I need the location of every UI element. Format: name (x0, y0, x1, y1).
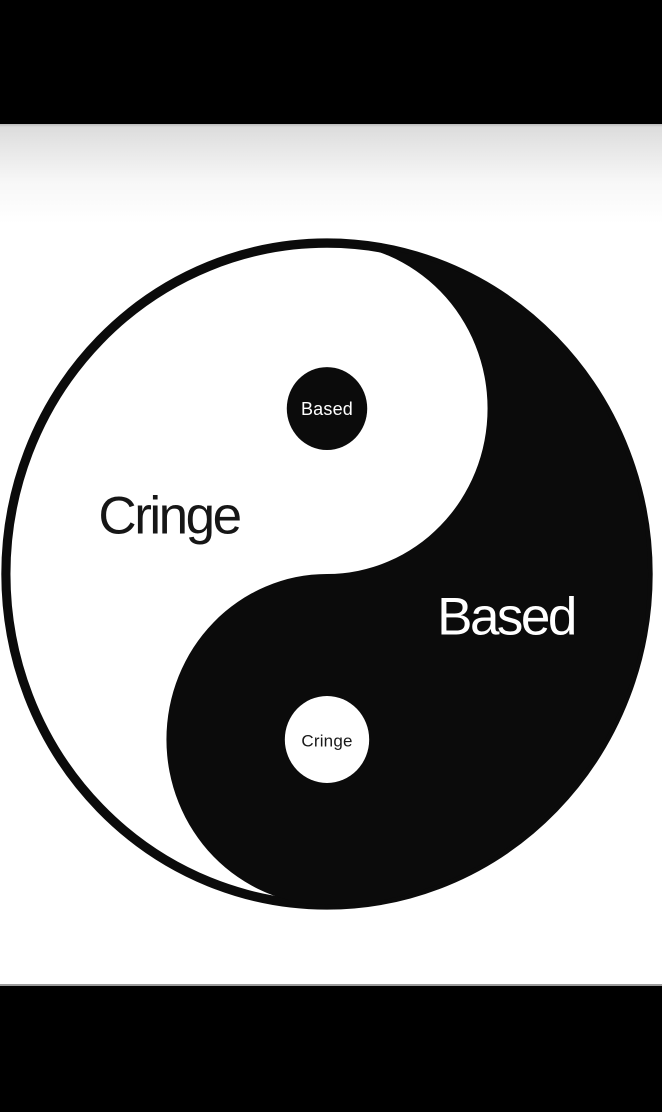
lower-dot-label: Cringe (301, 731, 353, 751)
big-right-region-label: Based (437, 587, 577, 647)
upper-black-dot (286, 367, 368, 450)
top-letterbox-bar (0, 0, 662, 124)
lower-white-dot (284, 695, 370, 783)
bottom-letterbox-bar (0, 986, 662, 1112)
big-left-region-label: Cringe (98, 486, 242, 546)
yin-yang-symbol (1, 238, 653, 910)
yang-black-region (166, 243, 649, 905)
upper-dot-label: Based (300, 399, 354, 419)
image-viewport: Cringe Based Based Cringe (0, 124, 662, 986)
